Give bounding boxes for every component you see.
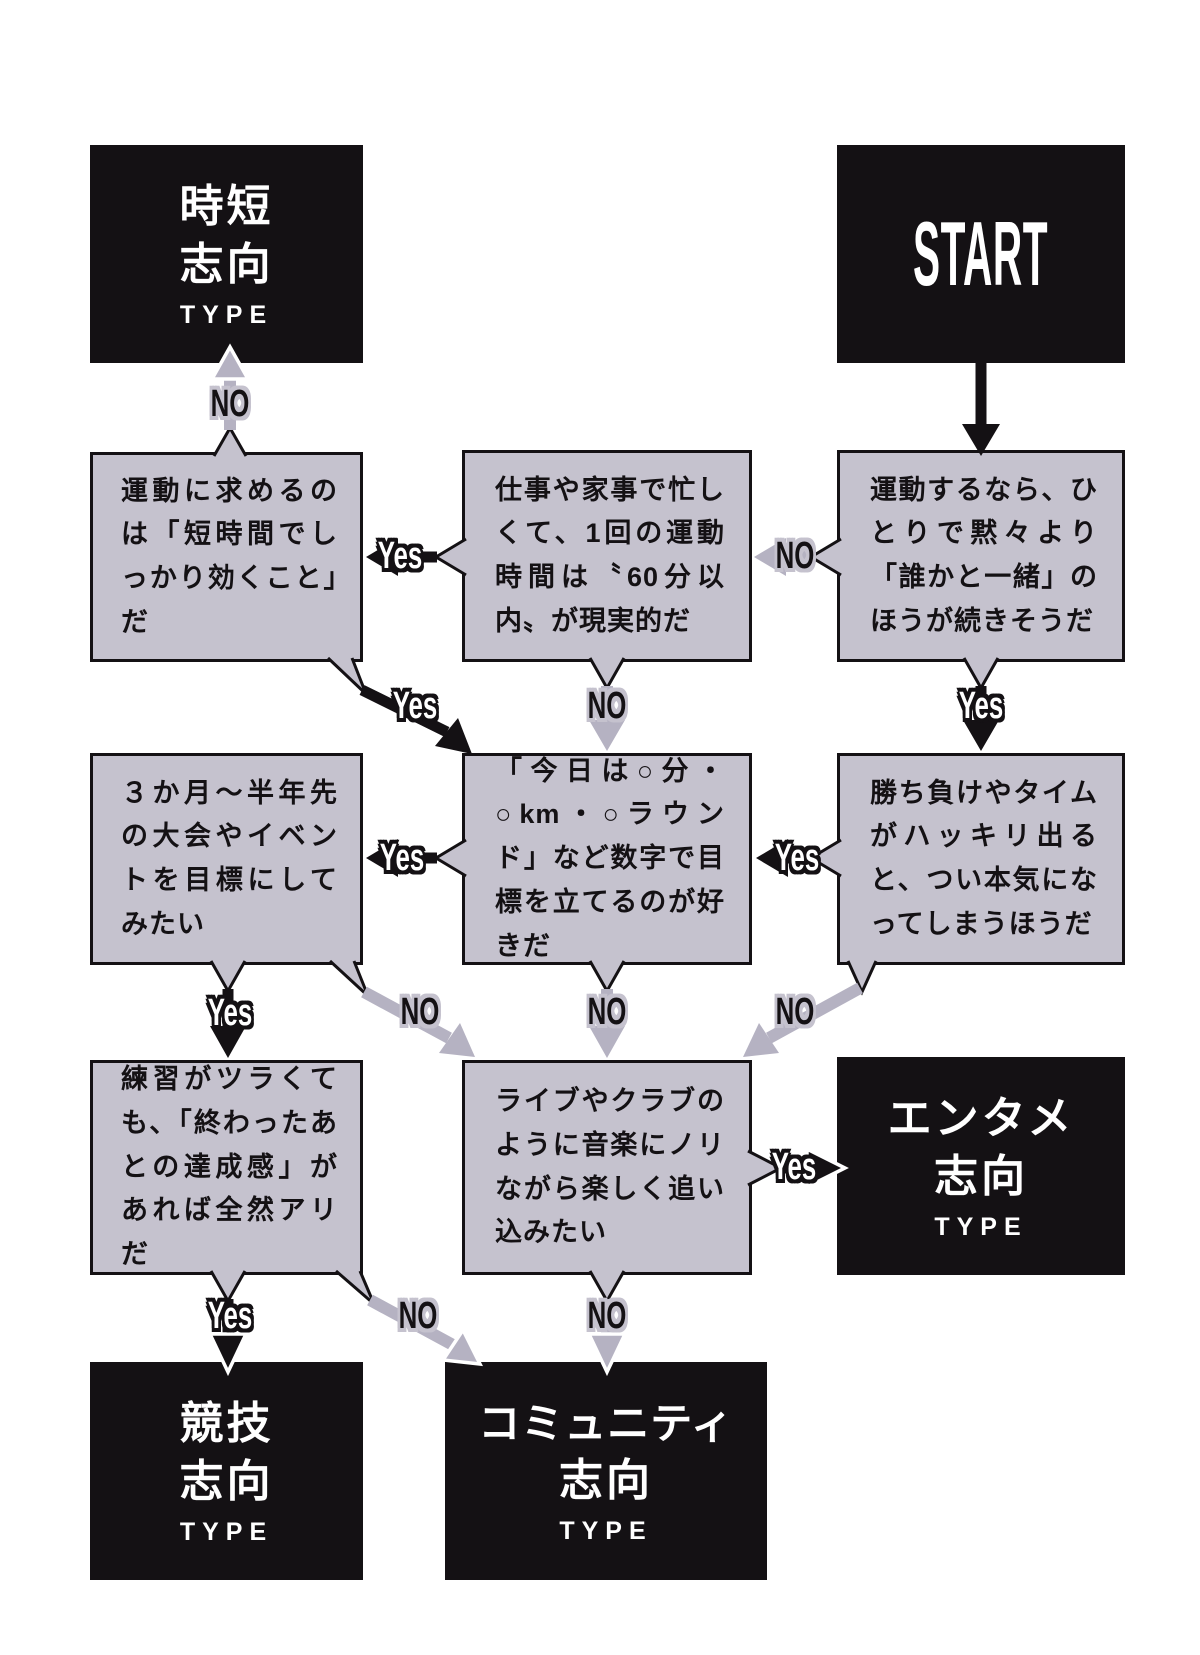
arrow-start-to-with-others — [962, 358, 1000, 456]
question-box-event-goal: ３か月〜半年先の大会やイベントを目標にしてみたい — [90, 753, 363, 965]
result-type-label: TYPE — [179, 1518, 274, 1547]
result-box-jitan-type: 時短 志向 TYPE — [90, 145, 363, 363]
result-box-entame-type: エンタメ 志向 TYPE — [837, 1057, 1125, 1275]
result-box-kyougi-type: 競技 志向 TYPE — [90, 1362, 363, 1580]
edge-label-yes-event-goal-to-achievement: Yes — [207, 992, 253, 1034]
start-box: START — [837, 145, 1125, 363]
result-box-community-type: コミュニティ 志向 TYPE — [445, 1362, 767, 1580]
result-type-label: TYPE — [559, 1516, 653, 1545]
edge-label-yes-with-others-to-competitive: Yes — [958, 685, 1004, 727]
question-text: 「今日は○分・○km・○ラウンド」など数字で目標を立てるのが好きだ — [495, 755, 725, 961]
question-text: ライブやクラブのように音楽にノリながら楽しく追い込みたい — [495, 1086, 725, 1248]
edge-label-no-music-to-community: NO — [587, 1295, 627, 1337]
edge-label-yes-music-to-entame: Yes — [771, 1146, 817, 1188]
result-title-line2: 志向 — [179, 240, 274, 289]
result-title-line2: 志向 — [179, 1457, 274, 1506]
question-box-number-goal: 「今日は○分・○km・○ラウンド」など数字で目標を立てるのが好きだ — [462, 753, 752, 965]
edge-label-no-busy-to-number: NO — [587, 685, 627, 727]
question-box-short-workout: 運動に求めるのは「短時間でしっかり効くこと」だ — [90, 452, 363, 662]
edge-label-no-with-others-to-busy: NO — [775, 535, 815, 577]
edge-label-no-short-workout-to-jitan: NO — [210, 383, 250, 425]
question-box-achievement: 練習がツラくても、「終わったあとの達成感」があれば全然アリだ — [90, 1060, 363, 1275]
question-text: ３か月〜半年先の大会やイベントを目標にしてみたい — [121, 777, 338, 939]
question-text: 運動に求めるのは「短時間でしっかり効くこと」だ — [121, 475, 338, 637]
result-title-line1: 競技 — [179, 1398, 274, 1448]
question-box-busy-60min: 仕事や家事で忙しくて、1回の運動時間は〝60分以内〟が現実的だ — [462, 450, 752, 662]
result-title-line1: エンタメ — [887, 1093, 1075, 1143]
result-title-line1: 時短 — [179, 181, 274, 231]
edge-label-no-event-goal-to-music: NO — [400, 991, 440, 1033]
edge-label-no-number-to-music: NO — [587, 991, 627, 1033]
edge-label-yes-number-to-event-goal: Yes — [379, 837, 425, 879]
question-box-music-fun: ライブやクラブのように音楽にノリながら楽しく追い込みたい — [462, 1060, 752, 1275]
result-type-label: TYPE — [934, 1213, 1028, 1242]
question-text: 勝ち負けやタイムがハッキリ出ると、つい本気になってしまうほうだ — [870, 777, 1098, 939]
edge-label-no-achievement-to-community: NO — [398, 1295, 438, 1337]
edge-label-yes-short-workout-to-number: Yes — [392, 685, 438, 727]
edge-label-no-competitive-to-music: NO — [775, 991, 815, 1033]
result-title-line1: コミュニティ — [478, 1400, 734, 1448]
edge-label-yes-busy-to-short-workout: Yes — [377, 535, 423, 577]
start-label: START — [913, 203, 1049, 305]
result-title-line2: 志向 — [934, 1152, 1028, 1201]
edge-label-yes-achievement-to-kyougi: Yes — [207, 1295, 253, 1337]
result-type-label: TYPE — [179, 301, 274, 330]
question-text: 仕事や家事で忙しくて、1回の運動時間は〝60分以内〟が現実的だ — [495, 474, 725, 636]
question-text: 練習がツラくても、「終わったあとの達成感」があれば全然アリだ — [121, 1064, 338, 1270]
result-title-line2: 志向 — [559, 1455, 653, 1505]
question-box-competitive-spirit: 勝ち負けやタイムがハッキリ出ると、つい本気になってしまうほうだ — [837, 753, 1125, 965]
question-text: 運動するなら、ひとりで黙々より「誰かと一緒」のほうが続きそうだ — [870, 474, 1098, 636]
question-box-with-others: 運動するなら、ひとりで黙々より「誰かと一緒」のほうが続きそうだ — [837, 450, 1125, 662]
edge-label-yes-competitive-to-number: Yes — [774, 837, 820, 879]
